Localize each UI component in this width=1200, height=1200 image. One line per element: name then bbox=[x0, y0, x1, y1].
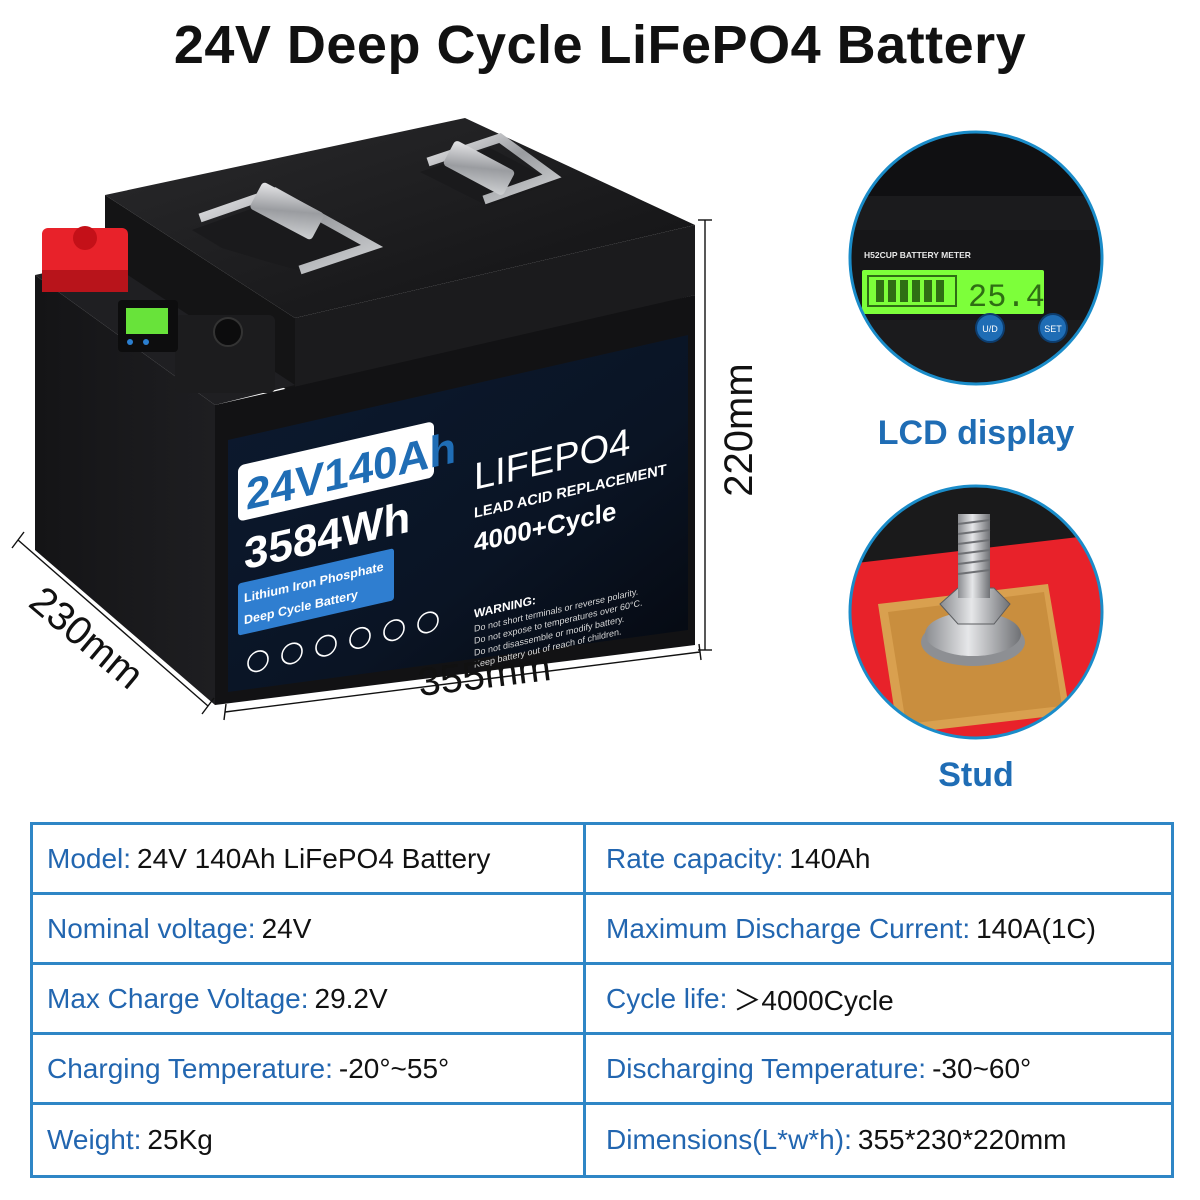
spec-rate-capacity: Rate capacity:140Ah bbox=[586, 825, 1171, 895]
battery-illustration: 24V140Ah 3584Wh Lithium Iron Phosphate D… bbox=[11, 118, 761, 721]
warning-icons bbox=[247, 611, 439, 673]
spec-weight: Weight:25Kg bbox=[33, 1105, 586, 1175]
safety-icon-3 bbox=[315, 634, 337, 657]
ud-button-label: U/D bbox=[982, 324, 998, 334]
carry-handle-right bbox=[420, 132, 562, 206]
spec-dimensions: Dimensions(L*w*h):355*230*220mm bbox=[586, 1105, 1171, 1175]
spec-model: Model:24V 140Ah LiFePO4 Battery bbox=[33, 825, 586, 895]
safety-icon-4 bbox=[349, 626, 371, 649]
ud-button bbox=[975, 313, 1005, 343]
stud-callout-image bbox=[848, 484, 1104, 740]
spec-value: 140A(1C) bbox=[976, 912, 1096, 944]
battery-lcd-meter bbox=[118, 300, 178, 352]
spec-value: 140Ah bbox=[789, 842, 871, 874]
lcd-meter-label: H52CUP BATTERY METER bbox=[864, 250, 971, 260]
spec-key: Cycle life: bbox=[606, 982, 728, 1014]
safety-icon-5 bbox=[383, 619, 405, 642]
spec-charging-temperature: Charging Temperature:-20°~55° bbox=[33, 1035, 586, 1105]
front-label: 24V140Ah 3584Wh Lithium Iron Phosphate D… bbox=[228, 335, 688, 692]
carry-handle-left bbox=[192, 182, 384, 275]
lcd-reading: 25.4 bbox=[968, 279, 1045, 316]
spec-value: 24V bbox=[261, 912, 312, 944]
page-title: 24V Deep Cycle LiFePO4 Battery bbox=[173, 15, 1027, 75]
lcd-callout-image: 25.4 H52CUP BATTERY METER U/D SET bbox=[848, 130, 1104, 386]
spec-value: -20°~55° bbox=[338, 1052, 450, 1084]
spec-key: Rate capacity: bbox=[606, 842, 784, 874]
negative-terminal bbox=[175, 315, 275, 393]
positive-terminal bbox=[42, 226, 128, 292]
spec-value: 29.2V bbox=[314, 982, 388, 1014]
spec-key: Nominal voltage: bbox=[47, 912, 256, 944]
safety-icon-2 bbox=[281, 642, 303, 665]
safety-icon-6 bbox=[417, 611, 439, 634]
spec-key: Weight: bbox=[47, 1124, 142, 1155]
spec-value: 25Kg bbox=[147, 1124, 213, 1155]
spec-value: -30~60° bbox=[932, 1052, 1032, 1084]
spec-max-charge-voltage: Max Charge Voltage:29.2V bbox=[33, 965, 586, 1035]
spec-discharging-temperature: Discharging Temperature:-30~60° bbox=[586, 1035, 1171, 1105]
spec-cycle-life: Cycle life:＞4000Cycle bbox=[586, 965, 1171, 1035]
stud-caption: Stud bbox=[938, 756, 1014, 794]
safety-icon-1 bbox=[247, 650, 269, 673]
spec-nominal-voltage: Nominal voltage:24V bbox=[33, 895, 586, 965]
spec-key: Dimensions(L*w*h): bbox=[606, 1124, 852, 1155]
lcd-caption: LCD display bbox=[877, 414, 1075, 452]
spec-key: Max Charge Voltage: bbox=[47, 982, 309, 1014]
spec-value: 24V 140Ah LiFePO4 Battery bbox=[137, 842, 491, 874]
spec-max-discharge-current: Maximum Discharge Current:140A(1C) bbox=[586, 895, 1171, 965]
spec-key: Charging Temperature: bbox=[47, 1052, 333, 1084]
spec-value: ＞4000Cycle bbox=[733, 984, 894, 1016]
set-button bbox=[1038, 313, 1068, 343]
spec-value: 355*230*220mm bbox=[857, 1124, 1067, 1155]
height-dimension: 220mm bbox=[717, 363, 761, 496]
spec-key: Discharging Temperature: bbox=[606, 1052, 927, 1084]
spec-key: Maximum Discharge Current: bbox=[606, 912, 971, 944]
spec-table: Model:24V 140Ah LiFePO4 Battery Rate cap… bbox=[30, 822, 1174, 1178]
set-button-label: SET bbox=[1044, 324, 1062, 334]
spec-key: Model: bbox=[47, 842, 132, 874]
dimension-lines bbox=[11, 219, 712, 721]
